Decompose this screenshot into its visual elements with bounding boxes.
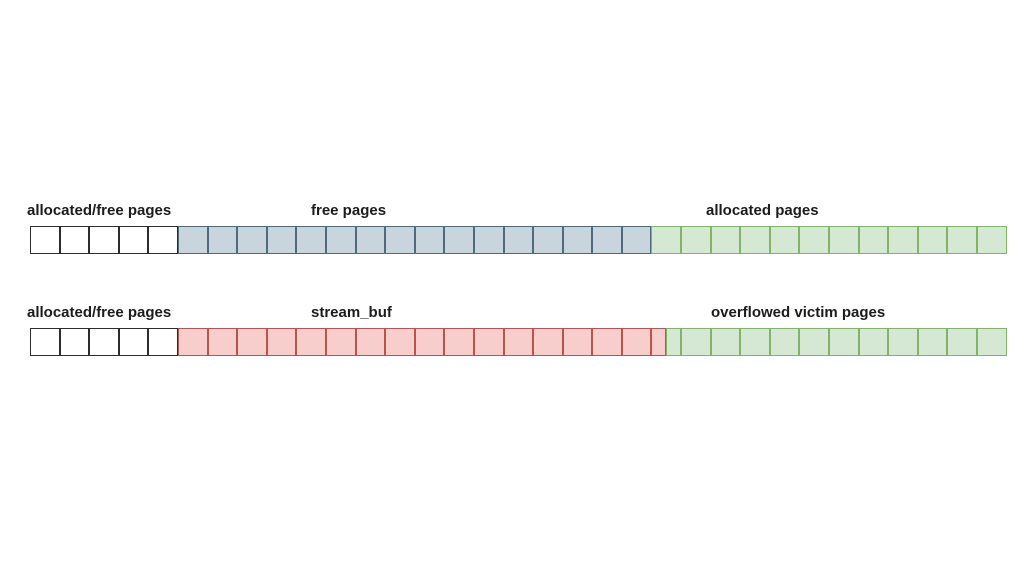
page-cell-free: [414, 226, 445, 254]
page-cell-free: [533, 226, 563, 254]
page-cell-overflowed-victim: [947, 328, 977, 356]
page-cell-allocated: [769, 226, 800, 254]
page-cell-free: [592, 226, 622, 254]
page-cell-free: [621, 226, 652, 254]
page-cell-overflowed-victim: [829, 328, 859, 356]
page-cell-stream-buf: [621, 328, 652, 356]
page-cell-overflowed-victim: [977, 328, 1007, 356]
page-cell-stream-buf: [177, 328, 208, 356]
page-cell-allocated: [740, 226, 770, 254]
page-cell-overflowed-victim: [888, 328, 918, 356]
page-cell-allocated-free: [89, 226, 119, 254]
label-free-pages: free pages: [311, 202, 387, 219]
page-cell-free: [355, 226, 386, 254]
page-cell-allocated-free: [148, 226, 178, 254]
page-cell-allocated-free: [59, 226, 90, 254]
page-cell-allocated: [799, 226, 830, 254]
label-stream-buf: stream_buf: [311, 304, 392, 321]
page-cell-allocated-free: [30, 226, 60, 254]
page-cell-free: [444, 226, 474, 254]
page-cell-stream-buf: [207, 328, 238, 356]
page-cell-allocated: [829, 226, 859, 254]
page-cell-overflowed-victim-half: [666, 328, 682, 356]
page-cell-allocated-free: [118, 226, 149, 254]
page-cell-allocated: [888, 226, 918, 254]
page-cell-free: [237, 226, 267, 254]
page-cell-stream-buf: [355, 328, 386, 356]
label-allocated-pages: allocated pages: [706, 202, 819, 219]
page-cell-stream-buf: [325, 328, 356, 356]
page-cell-allocated: [977, 226, 1007, 254]
page-cell-free: [296, 226, 326, 254]
page-cell-free: [385, 226, 415, 254]
page-cell-free: [177, 226, 208, 254]
page-cell-free: [325, 226, 356, 254]
page-cell-stream-buf: [296, 328, 326, 356]
page-cell-allocated-free: [148, 328, 178, 356]
page-cell-free: [503, 226, 534, 254]
page-cell-stream-buf: [592, 328, 622, 356]
page-cell-stream-buf: [473, 328, 504, 356]
page-cell-overflowed-victim: [740, 328, 770, 356]
page-cell-allocated-free: [89, 328, 119, 356]
page-cell-free: [562, 226, 593, 254]
page-row-overflow: [30, 328, 1007, 356]
label-allocated-free-pages: allocated/free pages: [27, 202, 172, 219]
page-cell-overflowed-victim: [917, 328, 948, 356]
page-cell-stream-buf: [385, 328, 415, 356]
page-cell-overflowed-victim: [799, 328, 830, 356]
page-cell-allocated: [947, 226, 977, 254]
page-cell-overflowed-victim: [858, 328, 889, 356]
page-cell-overflowed-victim: [710, 328, 741, 356]
page-cell-allocated: [858, 226, 889, 254]
page-cell-allocated-free: [30, 328, 60, 356]
page-cell-free: [207, 226, 238, 254]
page-cell-stream-buf: [444, 328, 474, 356]
page-cell-stream-buf: [237, 328, 267, 356]
label-overflowed-victim-pages: overflowed victim pages: [711, 304, 886, 321]
page-cell-free: [266, 226, 297, 254]
page-cell-stream-buf: [562, 328, 593, 356]
page-cell-overflowed-victim: [769, 328, 800, 356]
page-cell-allocated-free: [59, 328, 90, 356]
page-cell-allocated: [710, 226, 741, 254]
page-cell-stream-buf: [503, 328, 534, 356]
page-cell-stream-buf: [533, 328, 563, 356]
page-row-groomed-heap: [30, 226, 1007, 254]
page-cell-stream-buf: [414, 328, 445, 356]
label-allocated-free-pages-2: allocated/free pages: [27, 304, 172, 321]
page-cell-allocated: [681, 226, 711, 254]
page-cell-overflowed-victim: [681, 328, 711, 356]
page-cell-allocated: [651, 226, 682, 254]
page-cell-free: [473, 226, 504, 254]
page-cell-allocated: [917, 226, 948, 254]
page-cell-stream-buf: [266, 328, 297, 356]
page-cell-stream-buf-half: [651, 328, 667, 356]
page-cell-allocated-free: [118, 328, 149, 356]
